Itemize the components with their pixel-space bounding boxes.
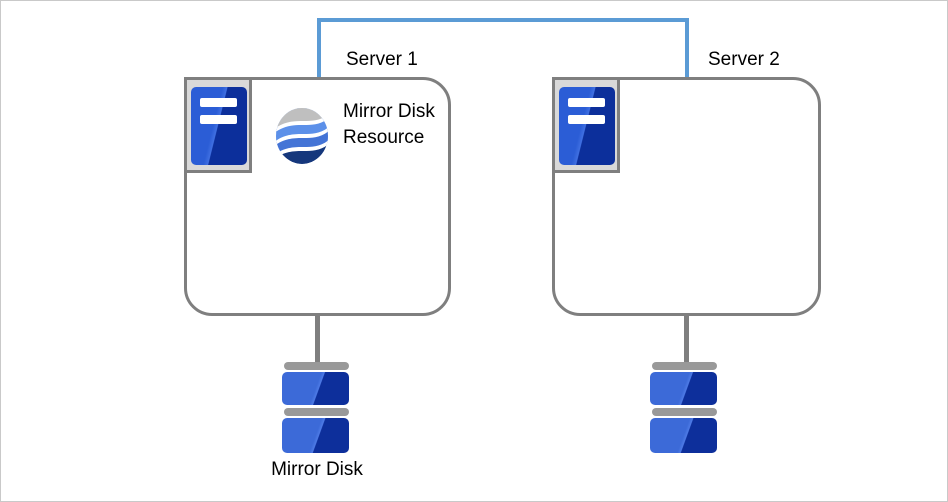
disk-platter [650, 418, 717, 453]
drive-slot [568, 115, 605, 124]
disk-stack-icon [282, 362, 349, 453]
disk-bar [284, 408, 349, 416]
mirror-disk-resource-icon [276, 108, 328, 164]
tower-body [559, 87, 615, 165]
server-tower-icon [184, 77, 252, 173]
disk-connector-line-1 [315, 313, 320, 367]
mirror-disk-resource-label: Mirror Disk Resource [343, 101, 435, 148]
drive-slot [568, 98, 605, 107]
disk-platter [650, 372, 717, 405]
server-tower-icon [552, 77, 620, 173]
disk-stack-icon [650, 362, 717, 453]
mirror-disk-label: Mirror Disk [271, 459, 363, 480]
drive-slot [200, 98, 237, 107]
drive-slot [200, 115, 237, 124]
disk-bar [652, 362, 717, 370]
disk-bar [284, 362, 349, 370]
disk-connector-line-2 [684, 313, 689, 367]
tower-body [191, 87, 247, 165]
server-1-label: Server 1 [346, 49, 418, 70]
server-2-label: Server 2 [708, 49, 780, 70]
network-connector-line [317, 18, 689, 77]
disk-platter [282, 372, 349, 405]
disk-platter [282, 418, 349, 453]
disk-bar [652, 408, 717, 416]
